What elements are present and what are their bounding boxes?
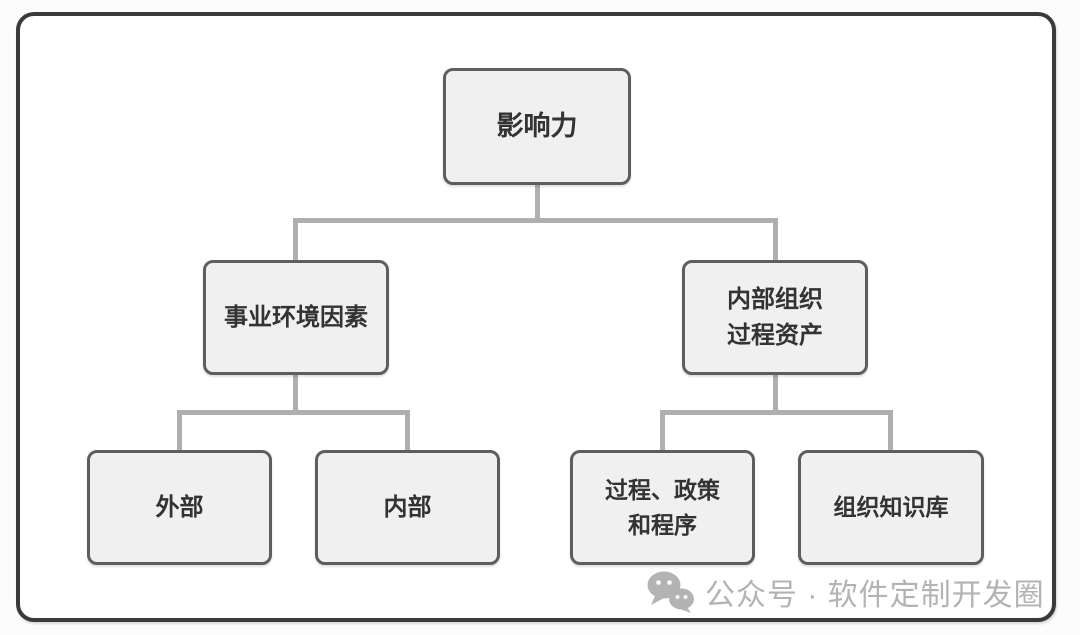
connector-drop-external [177, 410, 182, 450]
connector-drop-internal [405, 410, 410, 450]
connector-level3-bar-left [177, 410, 410, 415]
connector-drop-processes [660, 410, 665, 450]
connector-level3-bar-right [660, 410, 893, 415]
connector-eef-stem [293, 375, 298, 415]
connector-drop-opa [773, 218, 778, 260]
node-knowledge-label: 组织知识库 [833, 494, 949, 521]
node-external: 外部 [87, 450, 272, 565]
connector-level2-bar [293, 218, 778, 223]
watermark: 公众号 · 软件定制开发圈 [646, 570, 1045, 614]
node-external-label: 外部 [155, 493, 204, 521]
connector-drop-knowledge [888, 410, 893, 450]
node-processes-policies-procedures: 过程、政策 和程序 [570, 450, 755, 565]
node-organizational-knowledge-base: 组织知识库 [798, 450, 984, 565]
watermark-text: 公众号 · 软件定制开发圈 [705, 579, 1045, 612]
wechat-icon [647, 571, 694, 613]
connector-opa-stem [773, 375, 778, 415]
node-opa-label: 内部组织 过程资产 [727, 285, 823, 349]
node-influence: 影响力 [443, 68, 631, 185]
node-influence-label: 影响力 [496, 111, 578, 142]
node-enterprise-environmental-factors: 事业环境因素 [203, 260, 389, 375]
connector-drop-eef [293, 218, 298, 260]
node-organizational-process-assets: 内部组织 过程资产 [682, 260, 868, 375]
node-internal-label: 内部 [383, 493, 432, 521]
node-eef-label: 事业环境因素 [224, 303, 368, 331]
node-processes-label: 过程、政策 和程序 [605, 477, 720, 538]
node-internal: 内部 [315, 450, 500, 565]
connector-root-stem [535, 185, 540, 223]
